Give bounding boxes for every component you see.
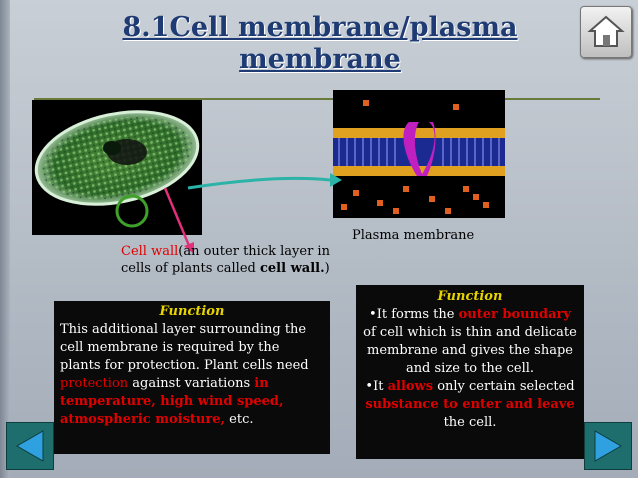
rb-b1-red: outer boundary [458,307,571,322]
slide-left-border [0,0,10,478]
membrane-bullet-2: •It allows only certain selected substan… [362,378,578,432]
lb-text-3: etc. [225,412,254,427]
cell-wall-function-text: This additional layer surrounding the ce… [60,321,324,429]
cell-wall-desc: (an outer thick layer in cells of plants… [121,244,330,276]
rb-b2-red-2: substance to enter and leave [365,397,575,412]
next-slide-button[interactable] [584,422,632,470]
title-divider [34,98,600,100]
plasma-membrane-label: Plasma membrane [352,228,475,243]
rb-b2-a: •It [365,379,388,394]
cell-wall-function-box: Function This additional layer surroundi… [54,301,330,454]
title-line-1: 8.1Cell membrane/plasma [122,12,518,43]
plasma-membrane-image [333,90,505,218]
cell-wall-close: ) [324,261,330,276]
home-icon [587,15,625,47]
cell-wall-description: Cell wall(an outer thick layer in cells … [121,243,331,277]
plant-cell-image [32,100,202,235]
title-line-2: membrane [239,44,401,75]
membrane-bullet-1: •It forms the outer boundary of cell whi… [362,306,578,378]
rb-b2-c: the cell. [443,415,497,430]
next-arrow-icon [594,430,623,462]
rb-b1-a: •It forms the [369,307,459,322]
cell-wall-function-heading: Function [159,304,225,319]
rb-b2-red: allows [387,379,434,394]
lb-red-1: protection [60,376,129,391]
lb-text-1: This additional layer surrounding the ce… [60,322,309,373]
prev-slide-button[interactable] [6,422,54,470]
cell-wall-bold: cell wall. [260,261,325,276]
lb-red-2: in temperature, high wind speed, atmosph… [60,376,284,427]
membrane-function-heading: Function [437,289,503,304]
prev-arrow-icon [15,430,44,462]
home-button[interactable] [580,6,632,58]
slide-title: 8.1Cell membrane/plasma membrane [70,12,570,76]
rb-b1-b: of cell which is thin and delicate membr… [363,325,577,376]
membrane-function-box: Function •It forms the outer boundary of… [356,285,584,459]
cell-wall-term: Cell wall [121,244,179,259]
rb-b2-b: only certain selected [433,379,575,394]
lb-text-2: against variations [128,376,255,391]
